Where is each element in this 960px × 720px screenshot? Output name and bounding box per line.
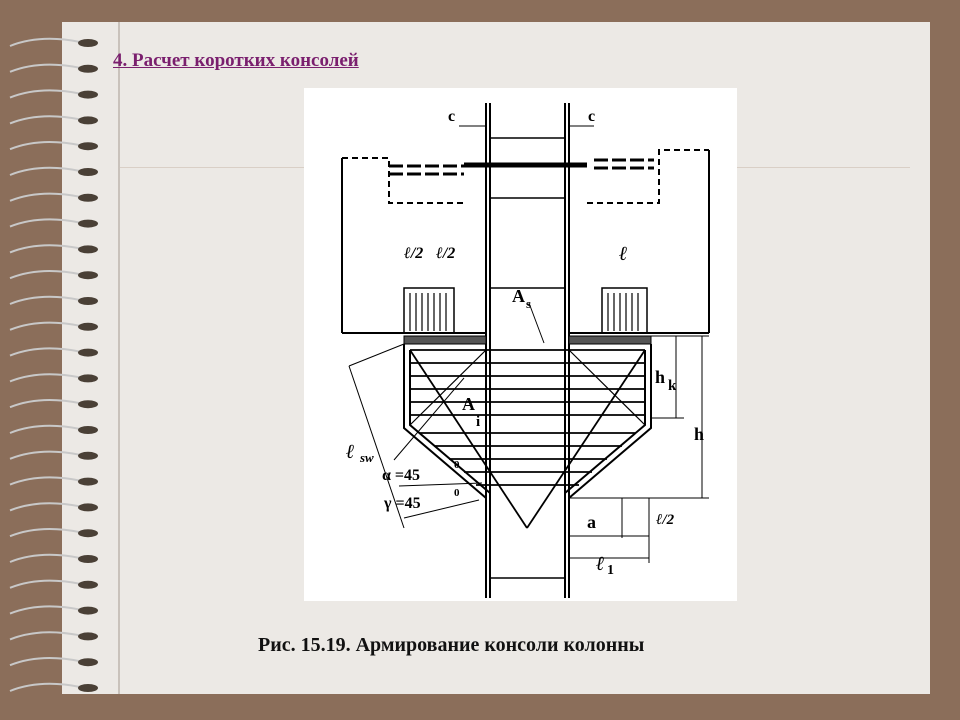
spiral-ring (9, 399, 81, 409)
label-l-half-bottom: ℓ/2 (656, 512, 675, 528)
notebook-margin-line (118, 22, 120, 694)
label-a: a (587, 512, 596, 532)
spiral-ring (9, 295, 81, 305)
spiral-hole (78, 116, 98, 125)
spiral-hole (78, 39, 98, 47)
spiral-hole (78, 503, 98, 512)
label-c-right: c (588, 108, 595, 125)
label-hk-sub: k (668, 378, 677, 394)
label-l1-sub: 1 (607, 563, 614, 578)
spiral-ring (9, 37, 81, 47)
spiral-hole (78, 374, 98, 383)
label-ai-sub: i (476, 414, 480, 430)
spiral-ring (9, 657, 81, 667)
label-l-right: ℓ (619, 243, 628, 265)
spiral-hole (78, 451, 98, 460)
label-gamma: γ =45 (383, 495, 421, 512)
label-l1: ℓ (596, 553, 605, 575)
spiral-hole (78, 219, 98, 228)
spiral-ring (9, 63, 81, 73)
label-c-left: c (448, 108, 455, 125)
spiral-ring (9, 115, 81, 125)
slide-title: 4. Расчет коротких консолей (113, 50, 359, 71)
label-as: A (512, 286, 525, 306)
spiral-hole (78, 477, 98, 486)
spiral-ring (9, 192, 81, 202)
spiral-hole (78, 555, 98, 563)
spiral-ring (9, 89, 81, 99)
reinforcement-drawing: c c ℓ/2 ℓ/2 ℓ A s h k A i h ℓ sw α =45 0… (341, 103, 710, 598)
spiral-ring (9, 141, 81, 151)
spiral-ring (9, 166, 81, 176)
spiral-ring (9, 218, 81, 228)
spiral-ring (9, 321, 81, 331)
spiral-ring (9, 424, 81, 434)
spiral-ring (9, 553, 81, 563)
spiral-ring (9, 270, 81, 280)
console-reinforcement-figure: c c ℓ/2 ℓ/2 ℓ A s h k A i h ℓ sw α =45 0… (304, 88, 737, 601)
spiral-binding (9, 37, 98, 692)
spiral-hole (78, 297, 98, 305)
spiral-hole (78, 193, 98, 202)
label-as-sub: s (526, 296, 531, 311)
label-h: h (694, 424, 704, 444)
spiral-hole (78, 632, 98, 641)
spiral-hole (78, 348, 98, 357)
spiral-ring (9, 682, 81, 692)
spiral-hole (78, 529, 98, 538)
spiral-hole (78, 322, 98, 331)
spiral-hole (78, 426, 98, 434)
spiral-ring (9, 450, 81, 460)
label-l-half-2: ℓ/2 (435, 245, 455, 262)
spiral-hole (78, 684, 98, 692)
spiral-hole (78, 142, 98, 151)
label-lsw-sub: sw (359, 450, 374, 465)
spiral-ring (9, 528, 81, 538)
spiral-hole (78, 245, 98, 254)
spiral-hole (78, 64, 98, 73)
spiral-hole (78, 90, 98, 99)
spiral-hole (78, 606, 98, 615)
spiral-ring (9, 631, 81, 641)
figure-caption: Рис. 15.19. Армирование консоли колонны (258, 634, 645, 656)
spiral-ring (9, 579, 81, 589)
spiral-ring (9, 502, 81, 512)
spiral-hole (78, 580, 98, 589)
spiral-hole (78, 400, 98, 409)
label-ai: A (462, 394, 475, 414)
label-l-half-1: ℓ/2 (403, 245, 423, 262)
spiral-hole (78, 271, 98, 280)
label-hk: h (655, 367, 665, 387)
spiral-ring (9, 605, 81, 615)
spiral-ring (9, 476, 81, 486)
label-gamma-sup: 0 (454, 487, 460, 499)
spiral-ring (9, 373, 81, 383)
spiral-ring (9, 244, 81, 254)
label-lsw: ℓ (346, 441, 355, 463)
spiral-hole (78, 658, 98, 667)
spiral-hole (78, 168, 98, 176)
spiral-ring (9, 347, 81, 357)
label-alpha-sup: 0 (454, 459, 460, 471)
label-alpha: α =45 (382, 467, 420, 484)
